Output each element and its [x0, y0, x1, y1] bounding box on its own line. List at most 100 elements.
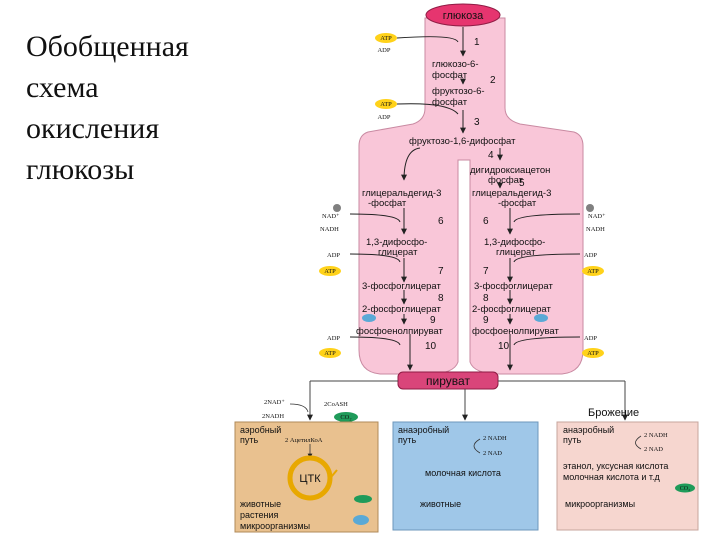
anaerobic-title: путь: [398, 435, 416, 445]
fermentation-nadh-label: 2 NADH: [644, 432, 668, 439]
step-number: 10: [425, 341, 437, 352]
fermentation-title: путь: [563, 435, 581, 445]
adp-label: ADP: [327, 252, 340, 259]
atp-label: ATP: [380, 101, 392, 108]
metabolite-pep-right: фосфоенолпируват: [472, 326, 559, 337]
curl-step-7-right: [513, 253, 581, 263]
tca-cycle-ring: [287, 455, 333, 501]
branch-lines: [307, 380, 628, 421]
adp-label: ADP: [327, 335, 340, 342]
curl-step-6-left: [349, 213, 401, 223]
metabolite-bpg-left: 1,3-дифосфо-: [366, 237, 427, 248]
fermentation-organism-label: микроорганизмы: [565, 499, 635, 509]
anaerobic-title: анаэробный: [398, 425, 449, 435]
curl-step-10-left: [349, 336, 401, 346]
step-number: 6: [483, 216, 489, 227]
aerobic-title: путь: [240, 435, 258, 445]
metabolite-bpg-left: глицерат: [378, 247, 418, 258]
metabolite-dhap: фосфат: [488, 175, 524, 186]
aerobic-inputs: 2NAD⁺ 2NADH 2CoASH CO₂: [262, 399, 358, 422]
fermentation-title: анаэробный: [563, 425, 614, 435]
step-number: 7: [483, 266, 489, 277]
curl-step-10-right: [513, 336, 581, 346]
curl-step-3: [396, 103, 459, 115]
pyruvate-node: пируват: [397, 371, 499, 390]
metabolite-2pg-right: 2-фосфоглицерат: [472, 304, 551, 315]
aerobic-title: аэробный: [240, 425, 281, 435]
metabolite-f6p: фруктозо-6-: [432, 86, 485, 97]
flow-arrows: [349, 27, 581, 371]
co2-label: CO₂: [340, 414, 351, 421]
organism-label: животные: [240, 499, 281, 509]
curl-step-6-right: [513, 213, 581, 223]
nad-label: NAD⁺: [588, 213, 606, 220]
nad-badge: [333, 204, 341, 212]
fermentation-nad-label: 2 NAD: [644, 446, 663, 453]
step-number: 6: [438, 216, 444, 227]
pathway-body: [358, 17, 584, 375]
step-number: 4: [488, 150, 494, 161]
arrow-split-left: [401, 147, 421, 181]
step-number: 8: [483, 293, 489, 304]
tca-label: ЦТК: [299, 473, 321, 485]
adp-label: ADP: [584, 252, 597, 259]
metabolite-fbp: фруктозо-1,6-дифосфат: [409, 136, 516, 147]
co2-badge: [334, 412, 358, 422]
atp-label: ATP: [380, 35, 392, 42]
anaerobic-nad-label: 2 NAD: [483, 450, 502, 457]
step-number: 1: [474, 37, 480, 48]
acetylcoa-label: 2 АцетилКоА: [285, 437, 323, 444]
metabolite-3pg-left: 3-фосфоглицерат: [362, 281, 441, 292]
step-number: 5: [519, 178, 525, 189]
curl-fermentation: [635, 435, 642, 450]
atp-label: ATP: [324, 268, 336, 275]
co2-label: CO₂: [680, 486, 690, 492]
curl-step-1: [396, 36, 459, 43]
anaerobic-organism-label: животные: [420, 499, 461, 509]
water-blob-icon: [534, 314, 548, 322]
atp-badge: [582, 266, 604, 276]
slide-title-line: Обобщенная: [26, 30, 189, 63]
metabolite-3pg-right: 3-фосфоглицерат: [474, 281, 553, 292]
step-number: 2: [490, 75, 496, 86]
co2-badge: [675, 483, 695, 493]
curl-step-7-left: [349, 253, 401, 263]
adp-label: ADP: [584, 335, 597, 342]
tca-cycle-arrow-icon: [327, 469, 338, 478]
cofactor-badges: ATP ADP ATP ADP NAD⁺ NADH NAD⁺ NADH ADP …: [319, 33, 606, 358]
co2-badge: [354, 495, 372, 503]
aerobic-coash-label: 2CoASH: [324, 401, 348, 408]
metabolite-g3p-right: глицеральдегид-3: [472, 188, 551, 199]
nad-badge: [586, 204, 594, 212]
water-blob-icon: [353, 515, 369, 525]
metabolite-bpg-right: 1,3-дифосфо-: [484, 237, 545, 248]
metabolite-labels: глюкозо-6- фосфат фруктозо-6- фосфат фру…: [356, 59, 559, 337]
metabolite-f6p: фосфат: [432, 97, 468, 108]
step-number: 7: [438, 266, 444, 277]
organism-label: растения: [240, 510, 279, 520]
fermentation-product: молочная кислота и т.д: [563, 472, 660, 482]
curl-anaerobic: [473, 438, 481, 454]
glucose-node: глюкоза: [425, 3, 501, 27]
atp-badge: [375, 99, 397, 109]
metabolite-bpg-right: глицерат: [496, 247, 536, 258]
adp-label: ADP: [377, 114, 390, 121]
slide-title-line: окисления: [26, 112, 160, 145]
nadh-label: NADH: [586, 226, 605, 233]
fermentation-header: Брожение: [588, 407, 639, 419]
anaerobic-box: анаэробный путь 2 NADH 2 NAD молочная ки…: [392, 421, 539, 531]
slide-title: Обобщенная схема окисления глюкозы: [26, 26, 246, 190]
lactic-acid-label: молочная кислота: [425, 468, 501, 478]
anaerobic-nadh-label: 2 NADH: [483, 435, 507, 442]
step-numbers: 1 2 3 4 5 6 6 7 7 8 8 9 9 10 10: [425, 37, 525, 352]
metabolite-g3p-left: -фосфат: [368, 198, 407, 209]
step-number: 10: [498, 341, 510, 352]
step-number: 9: [483, 315, 489, 326]
glucose-label: глюкоза: [443, 10, 484, 22]
atp-badge: [375, 33, 397, 43]
adp-label: ADP: [377, 47, 390, 54]
slide-title-line: схема: [26, 71, 99, 104]
metabolite-2pg-left: 2-фосфоглицерат: [362, 304, 441, 315]
nadh-label: NADH: [320, 226, 339, 233]
